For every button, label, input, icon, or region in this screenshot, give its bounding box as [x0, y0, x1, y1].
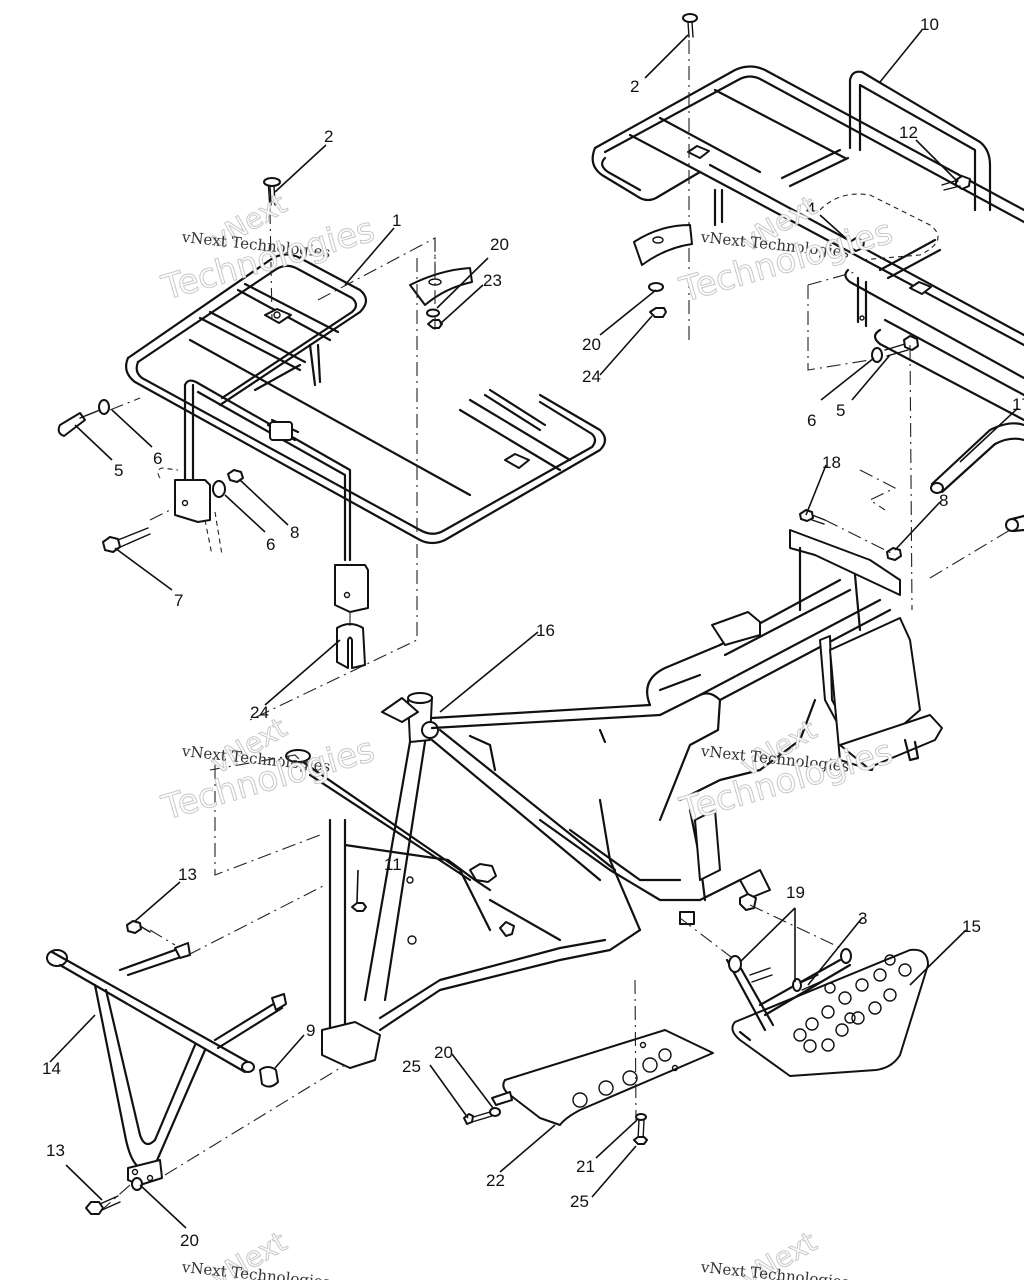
frame-rear-nut [886, 547, 902, 561]
callout-8-rear: 8 [939, 491, 949, 510]
callout-21: 20 [180, 1231, 199, 1250]
rear-rack [591, 65, 1024, 422]
front-rack-fasteners [57, 177, 473, 553]
front-rack [125, 253, 607, 613]
callout-4: 4 [806, 199, 816, 218]
callout-20-footrest-lower: 21 [576, 1157, 595, 1176]
callout-6-front-left: 6 [153, 449, 163, 468]
callout-13-upper: 13 [178, 865, 197, 884]
callout-25-lower: 25 [570, 1192, 589, 1211]
callout-12: 12 [899, 123, 918, 142]
callout-8-front: 8 [290, 523, 300, 542]
left-footrest [463, 1029, 714, 1145]
callout-20-front-rack: 20 [490, 235, 509, 254]
leader-lines [49, 29, 1019, 1229]
right-footrest [725, 948, 929, 1077]
main-frame [285, 529, 943, 1069]
front-bumper [46, 942, 287, 1186]
alignment-lines [103, 209, 1011, 1209]
frame-bolt [799, 509, 814, 522]
callout-25-upper: 25 [402, 1057, 421, 1076]
callout-5-rear: 5 [836, 401, 846, 420]
callout-9: 9 [306, 1021, 316, 1040]
callout-14: 14 [42, 1059, 61, 1078]
callout-17: 18 [822, 453, 841, 472]
callout-18: 15 [962, 917, 981, 936]
callout-10: 10 [920, 15, 939, 34]
callout-24: 24 [250, 703, 269, 722]
callout-7: 7 [174, 591, 184, 610]
callout-11: 11 [384, 855, 402, 874]
rear-grab-bar [930, 422, 1024, 533]
callout-5-front: 5 [114, 461, 124, 480]
rear-rack-fasteners [633, 13, 971, 363]
callout-23-front-rack: 23 [483, 271, 502, 290]
callout-2-front: 2 [324, 127, 334, 146]
callout-1: 1 [392, 211, 402, 230]
callout-22: 22 [486, 1171, 505, 1190]
callout-20-rear-rack: 20 [582, 335, 601, 354]
frame-nut [351, 902, 367, 912]
callout-20-footrest-upper: 20 [434, 1043, 453, 1062]
callout-16: 17 [1012, 395, 1024, 414]
callout-6-front-right: 6 [266, 535, 276, 554]
callout-13-lower: 13 [46, 1141, 65, 1160]
callout-6-rear: 6 [807, 411, 817, 430]
callout-19: 19 [786, 883, 805, 902]
rack-leg-cap [336, 623, 366, 669]
bumper-fasteners [85, 920, 279, 1215]
callout-2-rear: 2 [630, 77, 640, 96]
callout-15: 16 [536, 621, 555, 640]
callout-23-rear-rack: 24 [582, 367, 601, 386]
callout-3: 3 [858, 909, 868, 928]
